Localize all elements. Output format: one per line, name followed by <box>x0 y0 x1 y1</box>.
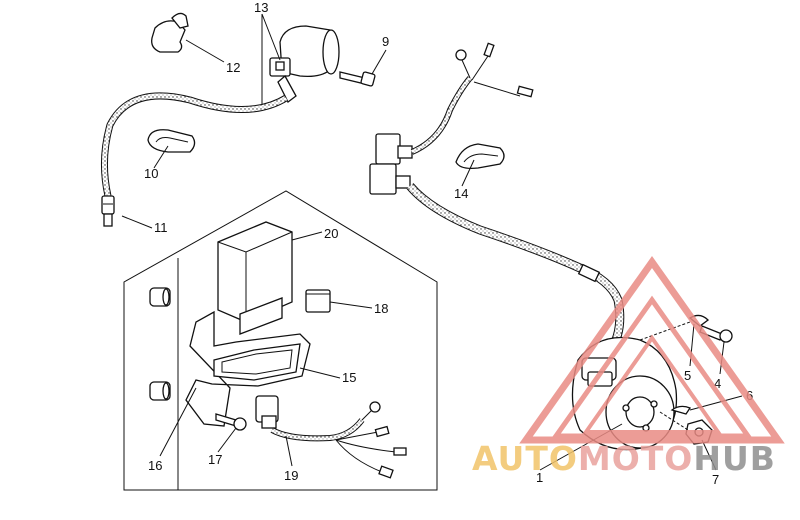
callout-7: 7 <box>712 472 719 487</box>
callout-18: 18 <box>374 301 388 316</box>
callout-20: 20 <box>324 226 338 241</box>
bracket-screw <box>215 413 247 431</box>
cable-clip-14 <box>455 143 505 170</box>
cable-clip-10 <box>147 129 196 153</box>
callout-19: 19 <box>284 468 298 483</box>
watermark-logo: AUTOMOTOHUB <box>472 255 785 478</box>
callout-13: 13 <box>254 0 268 15</box>
cdi-connector-wires <box>255 395 279 429</box>
main-connector <box>369 133 413 195</box>
callout-16: 16 <box>148 458 162 473</box>
cdi-bracket <box>185 310 311 427</box>
watermark-word-auto: AUTO <box>472 439 578 478</box>
callout-12: 12 <box>226 60 240 75</box>
callout-14: 14 <box>454 186 468 201</box>
inset-frame <box>123 190 438 491</box>
watermark-triangle-inner <box>551 295 753 439</box>
ht-lead <box>100 92 288 197</box>
coil-bolt <box>339 71 376 87</box>
callout-4: 4 <box>714 376 721 391</box>
watermark-word-hub: HUB <box>693 439 776 478</box>
callout-17: 17 <box>208 452 222 467</box>
spark-plug-cap <box>151 12 189 53</box>
spark-plug <box>101 195 115 227</box>
watermark-triangle-core <box>582 334 722 434</box>
watermark-triangle-outer <box>519 255 785 444</box>
callout-15: 15 <box>342 370 356 385</box>
watermark-text: AUTOMOTOHUB <box>472 439 776 478</box>
callout-11: 11 <box>154 220 168 235</box>
callout-5: 5 <box>684 368 691 383</box>
callout-1: 1 <box>536 470 543 485</box>
cdi-unit <box>217 221 293 335</box>
ignition-coil <box>269 25 340 103</box>
watermark-word-moto: MOTO <box>578 439 693 478</box>
rubber-pad <box>305 289 331 313</box>
callout-10: 10 <box>144 166 158 181</box>
callout-labels: 13 12 9 10 11 14 20 18 15 16 17 19 5 4 6… <box>144 0 753 487</box>
callout-9: 9 <box>382 34 389 49</box>
wall-mounts <box>149 287 171 401</box>
